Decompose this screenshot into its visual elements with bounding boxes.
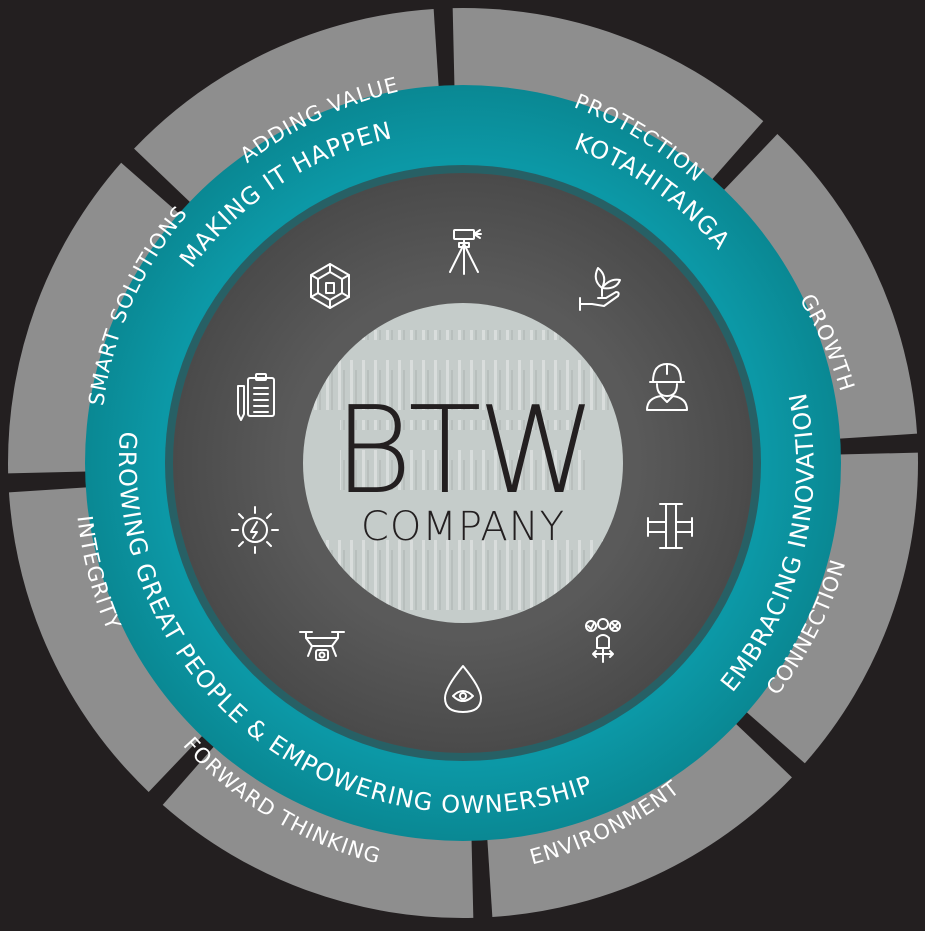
outer-gray-segments	[8, 8, 918, 918]
brand-subtitle: COMPANY	[361, 504, 565, 550]
building-cube-icon	[310, 263, 350, 309]
water-drop-eye-icon	[444, 665, 482, 713]
segment-protection	[452, 8, 764, 193]
worker-helmet-icon	[646, 363, 688, 411]
brand-name: BTW	[334, 382, 593, 521]
survey-tripod-icon	[449, 229, 482, 275]
center-disc	[303, 303, 623, 623]
segment-growth	[711, 134, 918, 440]
solar-bolt-icon	[231, 506, 279, 554]
hand-plant-icon	[579, 267, 621, 311]
team-flow-icon	[585, 618, 621, 663]
segment-integrity	[8, 486, 215, 792]
segment-environment	[486, 711, 792, 918]
clipboard-pencil-icon	[237, 373, 275, 421]
segment-forward-thinking	[162, 733, 474, 918]
segment-connection	[733, 452, 918, 764]
segment-adding-value	[134, 8, 440, 215]
drone-icon	[299, 631, 345, 661]
steel-beam-icon	[647, 503, 693, 549]
segment-smart-solutions	[8, 162, 193, 474]
